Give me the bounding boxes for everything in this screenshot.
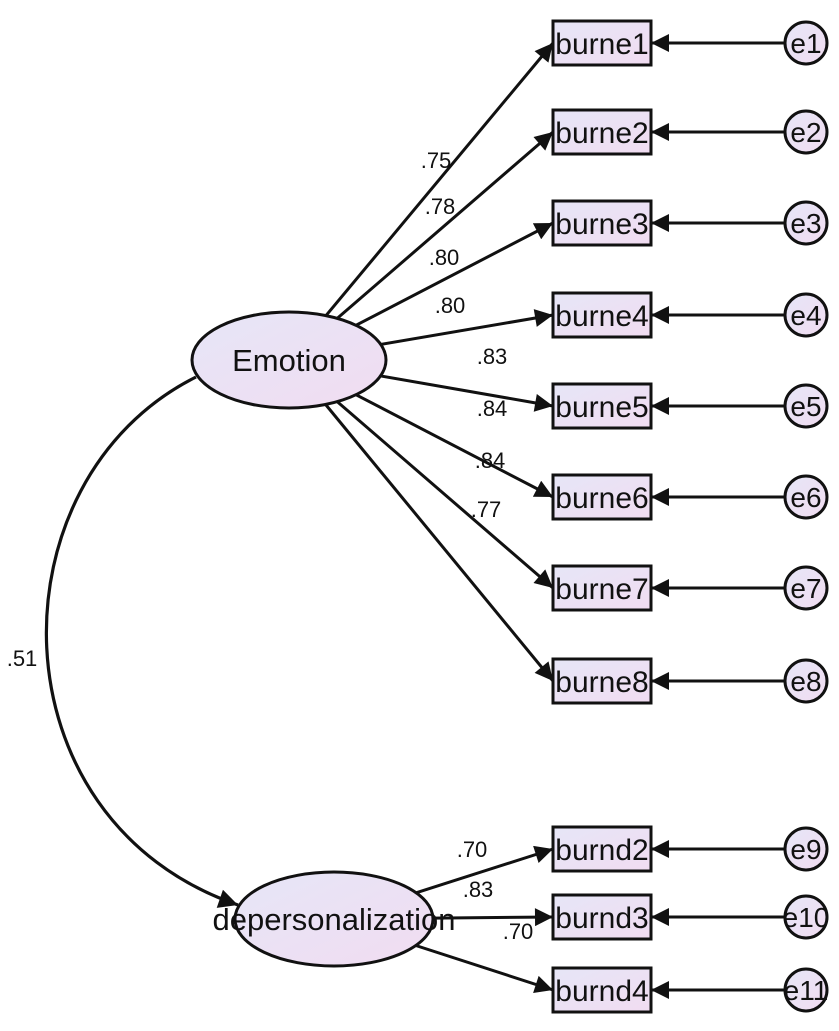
loading-path-burne8 [324, 403, 555, 682]
error-label-e7: e7 [790, 573, 821, 604]
loading-value-burne8: .77 [471, 497, 502, 522]
latent-label-dep: depersonalization [212, 902, 455, 937]
indicator-box-burne6 [551, 473, 653, 521]
error-circle-e6 [783, 474, 829, 520]
error-label-e4: e4 [790, 300, 821, 331]
indicator-label-burnd3: burnd3 [555, 902, 648, 935]
error-label-e10: e10 [783, 902, 830, 933]
latent-emotion [190, 310, 388, 410]
loading-path-burne3 [355, 221, 554, 327]
indicator-label-burne4: burne4 [555, 300, 648, 333]
error-label-e3: e3 [790, 208, 821, 239]
loading-path-burne4 [380, 309, 554, 346]
loading-path-burne1 [324, 42, 555, 317]
loading-path-burnd4 [415, 944, 554, 994]
indicator-box-burnd4 [551, 966, 653, 1014]
indicator-box-burne7 [551, 564, 653, 612]
error-circle-e2 [783, 109, 829, 155]
error-label-e11: e11 [784, 975, 829, 1006]
error-circle-e5 [783, 383, 829, 429]
indicator-label-burne7: burne7 [555, 573, 648, 606]
loading-path-burne2 [336, 130, 554, 320]
indicator-label-burnd4: burnd4 [555, 975, 648, 1008]
loading-value-burne1: .75 [421, 148, 452, 173]
error-circle-e9 [783, 826, 829, 872]
loading-value-burne7: .84 [475, 448, 506, 473]
error-circle-e1 [783, 20, 829, 66]
indicator-box-burne8 [551, 657, 653, 705]
indicator-label-burne5: burne5 [555, 391, 648, 424]
loading-value-burne4: .80 [435, 293, 466, 318]
error-label-e1: e1 [790, 28, 821, 59]
indicator-box-burne2 [551, 108, 653, 156]
loading-value-burnd4: .70 [503, 919, 534, 944]
error-circle-e11 [783, 967, 829, 1013]
error-circle-e7 [783, 565, 829, 611]
loading-value-burne6: .84 [477, 396, 508, 421]
loading-path-burne5 [380, 374, 554, 412]
indicator-label-burne2: burne2 [555, 117, 648, 150]
loading-path-burnd3 [432, 908, 554, 927]
indicator-label-burnd2: burnd2 [555, 834, 648, 867]
indicator-box-burnd2 [551, 825, 653, 873]
indicator-box-burne4 [551, 291, 653, 339]
correlation-value: .51 [7, 646, 38, 671]
correlation-arc [44, 359, 239, 908]
error-circle-e8 [783, 658, 829, 704]
indicator-box-burne5 [551, 382, 653, 430]
error-label-e2: e2 [790, 117, 821, 148]
indicator-label-burne1: burne1 [555, 28, 648, 61]
error-label-e8: e8 [790, 666, 821, 697]
indicator-label-burne8: burne8 [555, 666, 648, 699]
loading-path-burne6 [355, 393, 554, 499]
indicator-box-burne3 [551, 199, 653, 247]
error-circle-e3 [783, 200, 829, 246]
latent-dep [233, 870, 435, 968]
error-label-e5: e5 [790, 391, 821, 422]
indicator-box-burnd3 [551, 893, 653, 941]
error-label-e6: e6 [790, 482, 821, 513]
loading-value-burne3: .80 [429, 245, 460, 270]
loading-value-burne5: .83 [477, 344, 508, 369]
loading-value-burne2: .78 [425, 194, 456, 219]
loading-value-burnd2: .70 [457, 837, 488, 862]
loading-value-burnd3: .83 [463, 877, 494, 902]
latent-label-emotion: Emotion [232, 343, 346, 378]
error-circle-e4 [783, 292, 829, 338]
error-circle-e10 [783, 894, 829, 940]
error-label-e9: e9 [790, 834, 821, 865]
indicator-label-burne3: burne3 [555, 208, 648, 241]
loading-path-burnd2 [415, 845, 554, 895]
indicator-label-burne6: burne6 [555, 482, 648, 515]
loading-path-burne7 [336, 400, 554, 590]
indicator-box-burne1 [551, 19, 653, 67]
